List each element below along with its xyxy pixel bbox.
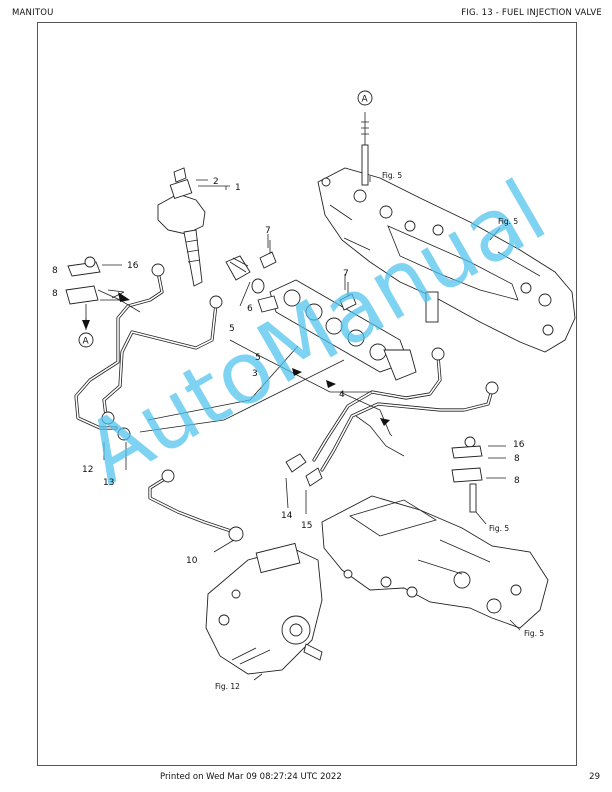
header-brand: MANITOU [12, 8, 54, 18]
callout-8-left-top: 8 [52, 266, 58, 276]
watermark-text: AutoManual [69, 161, 563, 504]
callout-7-top: 7 [265, 226, 271, 236]
lower-housing [321, 495, 549, 629]
print-timestamp: Printed on Wed Mar 09 08:27:24 UTC 2022 [160, 772, 342, 782]
callout-3: 3 [252, 369, 258, 379]
callout-13: 13 [103, 478, 114, 488]
fuel-pump [205, 542, 323, 675]
marker-a-left-label: A [83, 337, 90, 347]
callout-12: 12 [82, 465, 93, 475]
upper-manifold [317, 167, 576, 353]
drawing-frame [37, 22, 577, 766]
callout-16-right: 16 [513, 440, 525, 450]
common-rail [257, 279, 417, 381]
upper-stud [361, 112, 369, 186]
callout-4: 4 [339, 390, 345, 400]
page-number: 29 [589, 772, 600, 782]
fig-ref-5-right: Fig. 5 [498, 217, 518, 226]
callout-labels: 2 1 16 8 8 7 7 6 5 5 3 4 12 13 14 15 10 … [52, 177, 525, 566]
callout-16-left: 16 [127, 261, 139, 271]
bolts [259, 240, 357, 311]
clamps-left [65, 256, 101, 320]
fig-ref-12-pump: Fig. 12 [215, 682, 240, 691]
callout-8-left-bottom: 8 [52, 289, 58, 299]
callout-8-right-bottom: 8 [514, 476, 520, 486]
figure-title: FIG. 13 - FUEL INJECTION VALVE [461, 8, 602, 18]
pipe-connectors [285, 453, 323, 487]
fig-ref-5-top: Fig. 5 [382, 171, 402, 180]
callout-10: 10 [186, 556, 198, 566]
fig-ref-5-housing: Fig. 5 [524, 629, 544, 638]
callout-1: 1 [235, 183, 241, 193]
callout-14: 14 [281, 511, 293, 521]
callout-5-upper: 5 [229, 324, 235, 334]
injector [157, 167, 206, 287]
marker-a-left: A [78, 332, 94, 348]
callout-7-mid: 7 [343, 269, 349, 279]
callout-8-right-top: 8 [514, 454, 520, 464]
callout-2: 2 [213, 177, 219, 187]
callout-5-lower: 5 [255, 353, 261, 363]
connector-seal [225, 255, 265, 294]
fig-ref-5-bracket: Fig. 5 [489, 524, 509, 533]
callout-15: 15 [301, 521, 312, 531]
figure-references: Fig. 5 Fig. 5 Fig. 5 Fig. 5 Fig. 12 [215, 171, 544, 691]
callout-6: 6 [247, 304, 253, 314]
leader-lines [82, 176, 521, 681]
fuel-pipes [74, 263, 499, 542]
marker-a-top: A [357, 90, 373, 106]
clamps-right [451, 436, 483, 513]
marker-a-top-label: A [362, 95, 369, 105]
